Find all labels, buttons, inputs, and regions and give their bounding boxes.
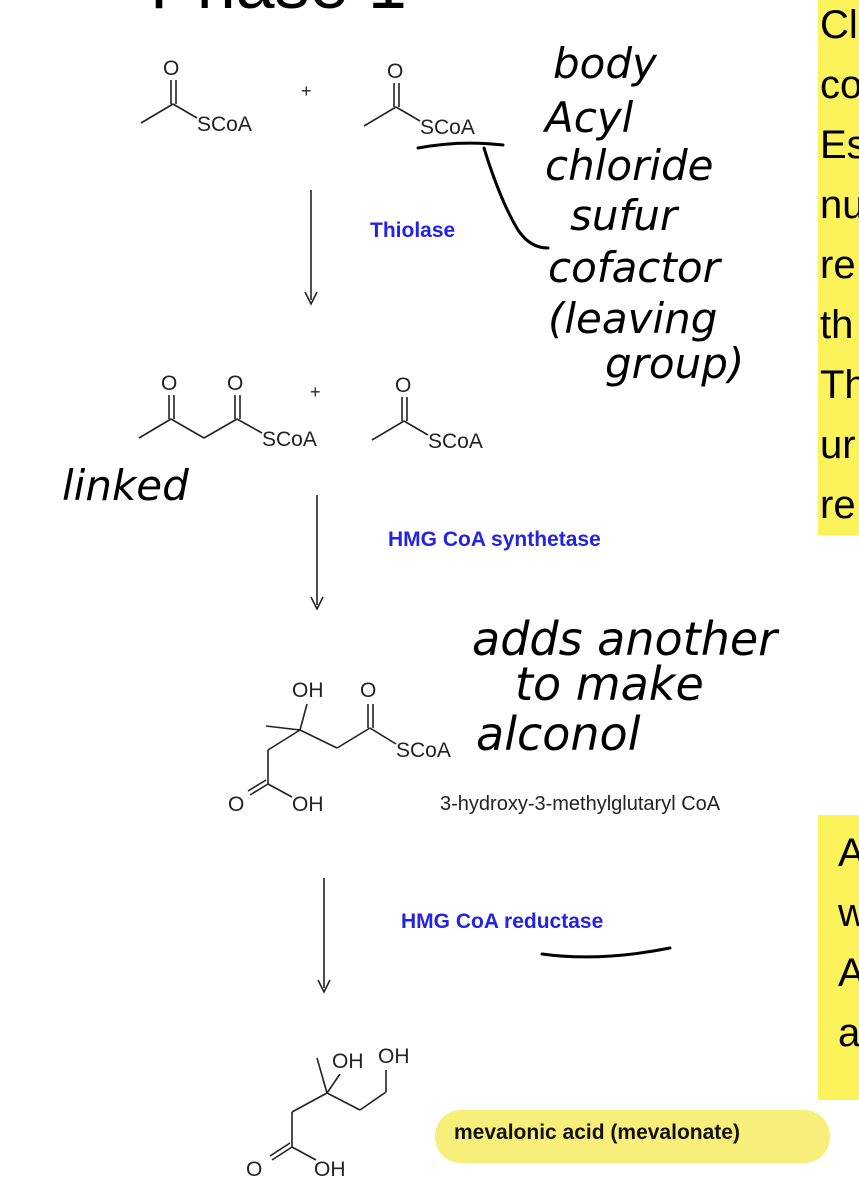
side-top-6: Th — [820, 363, 859, 407]
note1-line1: Acyl — [542, 93, 634, 142]
mevalonic-acid-structure: OH OH O OH — [246, 1045, 410, 1181]
side-bottom-0: A — [838, 831, 859, 875]
reaction-arrow-1 — [304, 190, 318, 306]
enzyme-hmg-coa-reductase: HMG CoA reductase — [401, 910, 603, 933]
atom-o: O — [161, 372, 177, 395]
side-highlight-top — [818, 0, 859, 535]
compound-name-mevalonic-acid: mevalonic acid (mevalonate) — [454, 1121, 740, 1144]
hmg-coa-structure: OH O SCoA O OH — [228, 679, 451, 816]
underline-reductase — [540, 946, 672, 959]
atom-oh: OH — [378, 1045, 410, 1068]
note3-line2: alconol — [476, 707, 641, 761]
note1-line3: sufur — [570, 191, 680, 240]
mevalonate-highlight — [435, 1110, 830, 1163]
atom-scoa: SCoA — [420, 116, 475, 139]
compound-name-hmg-coa: 3-hydroxy-3-methylglutaryl CoA — [440, 793, 721, 815]
atom-oh: OH — [314, 1158, 346, 1181]
atom-o: O — [387, 60, 403, 83]
side-top-3: nu — [820, 183, 859, 227]
atom-scoa: SCoA — [428, 430, 483, 453]
atom-o: O — [163, 57, 179, 80]
atom-o: O — [395, 374, 411, 397]
side-top-2: Es — [820, 123, 859, 167]
atom-o: O — [227, 372, 243, 395]
note3-line1: to make — [515, 657, 704, 711]
plus-sign: + — [301, 81, 312, 101]
atom-o: O — [360, 679, 376, 702]
reaction-arrow-2 — [310, 495, 324, 611]
note1-line4: cofactor — [548, 243, 723, 292]
side-top-8: re — [820, 483, 856, 527]
acetyl-coa-2: O SCoA — [363, 60, 475, 139]
page-heading: Phase 1 — [150, 0, 407, 23]
enzyme-hmg-coa-synthetase: HMG CoA synthetase — [388, 528, 601, 551]
side-top-1: co — [820, 63, 859, 107]
handwritten-note-1: body Acyl chloride sufur cofactor (leavi… — [416, 39, 744, 388]
acetoacetyl-coa: O O SCoA — [138, 372, 317, 451]
atom-o: O — [246, 1158, 262, 1181]
side-top-5: th — [820, 303, 853, 347]
note1-line2: chloride — [545, 141, 714, 190]
atom-scoa: SCoA — [262, 428, 317, 451]
side-bottom-3: a — [838, 1011, 859, 1055]
side-top-0: Cl — [820, 3, 858, 47]
note3-line0: adds another — [472, 612, 780, 666]
enzyme-thiolase: Thiolase — [370, 219, 455, 242]
side-highlight-bottom — [818, 815, 859, 1100]
atom-o: O — [228, 793, 244, 816]
side-top-4: re — [820, 243, 856, 287]
acetyl-coa-1: O SCoA — [140, 57, 252, 136]
reaction-arrow-3 — [317, 878, 331, 994]
acetyl-coa-3: O SCoA — [371, 374, 483, 453]
side-top-7: ur — [820, 423, 856, 467]
atom-scoa: SCoA — [396, 739, 451, 762]
note1-line6: group) — [605, 339, 744, 388]
side-bottom-2: A — [838, 951, 859, 995]
plus-sign: + — [310, 382, 321, 402]
handwritten-note-linked: linked — [62, 461, 189, 510]
atom-oh: OH — [292, 793, 324, 816]
handwritten-note-3: adds another to make alconol — [472, 612, 780, 761]
side-bottom-1: w — [837, 891, 859, 935]
atom-oh: OH — [332, 1050, 364, 1073]
note1-line5: (leaving — [548, 294, 717, 343]
atom-oh: OH — [292, 679, 324, 702]
side-text-bottom: A w A a — [837, 831, 859, 1055]
atom-scoa: SCoA — [197, 113, 252, 136]
note1-line0: body — [553, 39, 658, 88]
side-text-top: Cl co Es nu re th Th ur re — [820, 3, 859, 527]
